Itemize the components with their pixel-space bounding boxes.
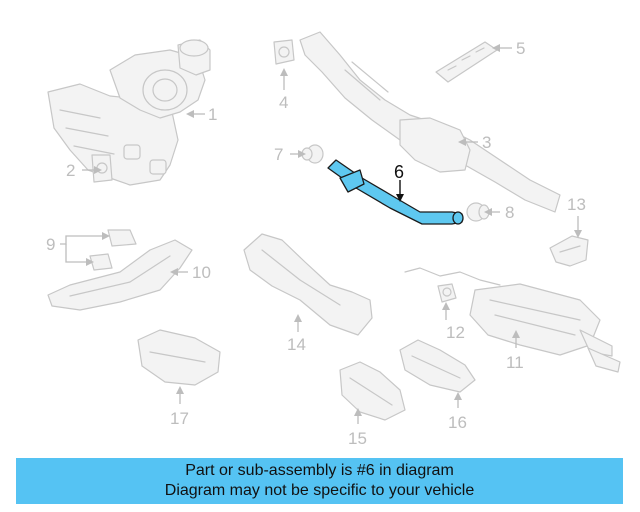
leader-lines [60, 44, 582, 424]
callout-3: 3 [482, 133, 491, 152]
callout-13: 13 [567, 195, 586, 214]
callout-15: 15 [348, 429, 367, 448]
part-11-muffler [404, 267, 621, 373]
callout-8: 8 [505, 203, 514, 222]
part-3-front-pipe-converter [299, 31, 561, 213]
callout-6: 6 [394, 162, 404, 182]
callout-17: 17 [170, 409, 189, 428]
exhaust-parts-diagram: 1 2 3 4 5 6 7 8 9 10 11 12 13 14 15 16 1… [46, 31, 621, 448]
part-14-tunnel-shield [243, 233, 373, 336]
part-12-hanger [437, 283, 457, 303]
callout-5: 5 [516, 39, 525, 58]
callout-1: 1 [208, 105, 217, 124]
part-16-heat-shield [399, 339, 476, 393]
part-1-turbo-manifold [47, 39, 211, 186]
part-17-heat-shield [137, 329, 221, 386]
part-4-gasket [273, 39, 295, 65]
callout-7: 7 [274, 145, 283, 164]
part-15-heat-shield [339, 361, 406, 421]
callout-2: 2 [66, 161, 75, 180]
banner-line-2: Diagram may not be specific to your vehi… [164, 482, 475, 499]
callout-11: 11 [506, 353, 524, 372]
part-10-heat-shield [47, 239, 193, 311]
callout-4: 4 [279, 93, 288, 112]
part-9-hangers [89, 229, 137, 271]
callout-12: 12 [446, 323, 465, 342]
callout-14: 14 [287, 335, 306, 354]
info-banner: Part or sub-assembly is #6 in diagram Di… [16, 458, 623, 504]
banner-line-1: Part or sub-assembly is #6 in diagram [185, 462, 454, 479]
part-6-highlighted-pipe [327, 159, 464, 225]
part-13-bracket [549, 235, 589, 267]
callout-10: 10 [192, 263, 211, 282]
callout-16: 16 [448, 413, 467, 432]
callout-9: 9 [46, 235, 55, 254]
part-5-bracket [435, 41, 498, 83]
